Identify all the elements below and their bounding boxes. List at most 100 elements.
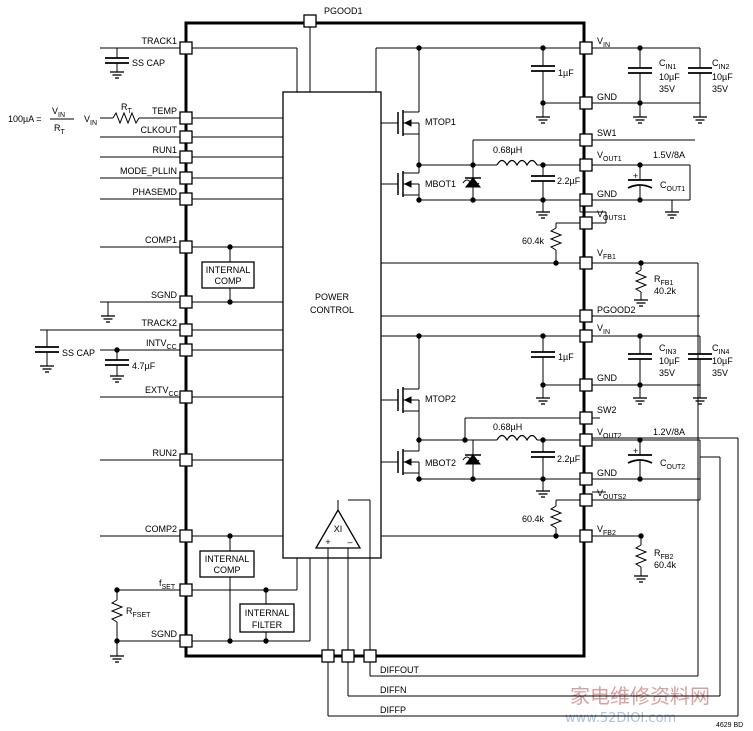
cin2-label: CIN2 (712, 58, 730, 71)
label-pgood2: PGOOD2 (597, 305, 636, 315)
label-temp: TEMP (152, 106, 177, 116)
label-mode-pllin: MODE_PLLIN (120, 166, 177, 176)
r604-2-label: 60.4k (522, 514, 545, 524)
label-sgnd1: SGND (151, 290, 178, 300)
watermark-url: www.52DIOI.com (565, 711, 676, 726)
cin3-value: 10µF (659, 356, 680, 366)
label-track2: TRACK2 (141, 318, 177, 328)
cout1-plus: + (633, 171, 638, 181)
label-sgnd2: SGND (151, 629, 178, 639)
label-gnd1: GND (597, 92, 618, 102)
cin3-label: CIN3 (659, 343, 677, 356)
cin4-value: 10µF (712, 356, 733, 366)
mbot1-label: MBOT1 (425, 179, 456, 189)
label-sw1: SW1 (597, 128, 617, 138)
internal-comp-1-line1: INTERNAL (206, 265, 251, 275)
label-gnd3: GND (597, 373, 618, 383)
power-control-line2: CONTROL (310, 305, 354, 315)
label-comp1: COMP1 (145, 235, 177, 245)
cout2-label: COUT2 (660, 458, 685, 471)
inductor-2-label: 0.68µH (493, 422, 522, 432)
diff-amplifier (314, 499, 371, 650)
internal-comp-2-line2: COMP (214, 565, 241, 575)
internal-filter-line2: FILTER (252, 620, 283, 630)
ss-cap-1-label: SS CAP (132, 58, 165, 68)
cin4-label: CIN4 (712, 343, 730, 356)
pin-pgood1: PGOOD1 (303, 6, 363, 92)
rt-resistor (100, 111, 180, 125)
label-vin2: VIN (597, 323, 610, 336)
left-pins (40, 41, 311, 648)
temp-rt-label: RT (54, 123, 66, 136)
power-control-line1: POWER (315, 292, 350, 302)
pin-pgood1-label: PGOOD1 (324, 6, 363, 16)
component-labels: 1µF 1µF CIN1 10µF 35V CIN2 10µF 35V CIN3… (425, 58, 733, 570)
channel-1-power (375, 45, 712, 317)
out1-label: 1.5V/8A (653, 150, 685, 160)
label-comp2: COMP2 (145, 524, 177, 534)
cin2-value: 10µF (712, 72, 733, 82)
cap-22-2-label: 2.2µF (557, 454, 581, 464)
label-diffp: DIFFP (380, 705, 406, 715)
rfb1-label: RFB1 (654, 274, 673, 287)
sgnd1-ground (100, 302, 116, 323)
r604-1-label: 60.4k (522, 236, 545, 246)
temp-current-label: 100µA = (8, 114, 41, 124)
cout1-label: COUT1 (660, 180, 685, 193)
cin4-voltage: 35V (712, 368, 728, 378)
cout2-plus: + (633, 446, 638, 456)
internal-comp-2 (199, 533, 295, 644)
label-sw2: SW2 (597, 405, 617, 415)
label-extvcc: EXTVCC (145, 385, 179, 398)
cin1-value: 10µF (659, 72, 680, 82)
watermark: 家电维修资料网 www.52DIOI.com 4629 BD (565, 684, 743, 729)
channel-2-power (381, 333, 712, 583)
label-gnd2: GND (597, 189, 618, 199)
mtop2-label: MTOP2 (425, 394, 456, 404)
label-gnd4: GND (597, 468, 618, 478)
cin1-label: CIN1 (659, 58, 677, 71)
label-phasemd: PHASEMD (132, 187, 177, 197)
label-vin1: VIN (597, 36, 610, 49)
label-vfb2: VFB2 (597, 524, 616, 537)
right-pins (579, 41, 593, 543)
label-intvcc: INTVCC (146, 338, 177, 351)
label-clkout: CLKOUT (140, 125, 177, 135)
rfb2-value: 60.4k (654, 560, 677, 570)
label-vouts1: VOUTS1 (597, 209, 626, 222)
label-run2: RUN2 (152, 448, 177, 458)
internal-filter-line1: INTERNAL (245, 608, 290, 618)
rt-label: RT (121, 102, 133, 115)
cin1-voltage: 35V (659, 84, 675, 94)
label-vout2: VOUT2 (597, 427, 622, 440)
mbot2-label: MBOT2 (425, 458, 456, 468)
cin3-voltage: 35V (659, 368, 675, 378)
rfb1-value: 40.2k (654, 286, 677, 296)
ss-cap-2-label: SS CAP (62, 348, 95, 358)
internal-comp-1-line2: COMP (215, 276, 242, 286)
internal-comp-2-line1: INTERNAL (205, 554, 250, 564)
figure-code: 4629 BD (716, 722, 743, 729)
right-pin-labels: VIN GND SW1 VOUT1 GND VOUTS1 VFB1 PGOOD2… (597, 36, 636, 537)
ss-cap-1 (105, 48, 129, 79)
intvcc-cap-label: 4.7µF (132, 361, 156, 371)
amp-label: XI (334, 524, 343, 534)
right-pin-extra-wires (592, 139, 701, 501)
cap-22-1-label: 2.2µF (557, 176, 581, 186)
label-diffn: DIFFN (380, 685, 407, 695)
rfset-label: RFSET (126, 606, 151, 619)
cap-1uf-2-label: 1µF (558, 352, 574, 362)
out2-label: 1.2V/8A (653, 427, 685, 437)
label-vfb1: VFB1 (597, 248, 616, 261)
label-diffout: DIFFOUT (380, 665, 419, 675)
bottom-pins (321, 649, 377, 663)
inductor-1-label: 0.68µH (493, 145, 522, 155)
amp-plus: + (325, 537, 330, 547)
intvcc-cap (105, 347, 129, 383)
label-vout1: VOUT1 (597, 150, 622, 163)
mtop1-label: MTOP1 (425, 117, 456, 127)
left-pin-labels: TRACK1 TEMP CLKOUT RUN1 MODE_PLLIN PHASE… (120, 36, 179, 639)
amp-minus: – (347, 537, 352, 547)
ss-cap-2 (35, 330, 59, 373)
